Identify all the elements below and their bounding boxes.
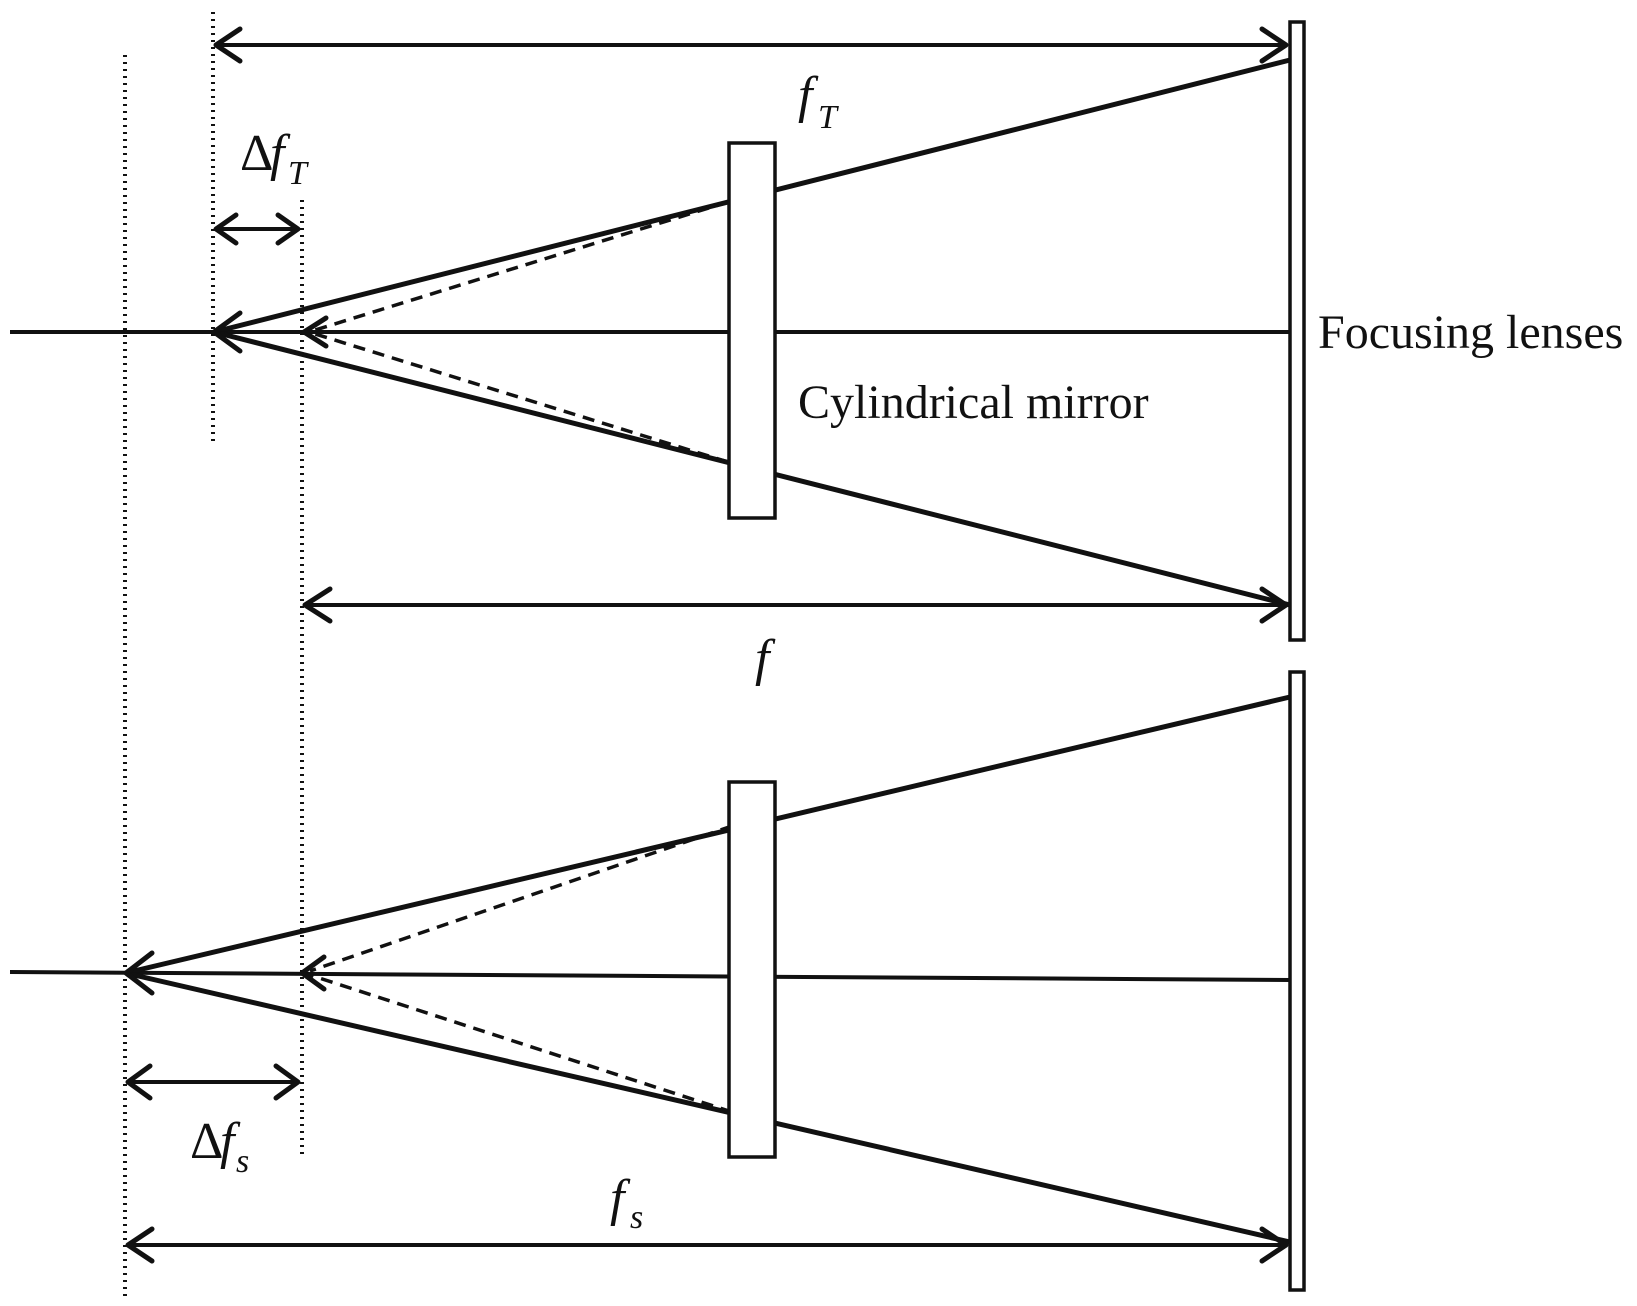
- dim-delta-fT-left-arrow: [213, 212, 239, 246]
- bottom-lower-dashed-ray: [309, 973, 733, 1114]
- label-fT-sub: T: [818, 99, 839, 136]
- label-delta-fs-sub: s: [236, 1143, 249, 1180]
- dim-fT-left-arrow: [213, 26, 243, 64]
- label-delta-fs: Δ f s: [190, 1113, 249, 1180]
- dim-delta-fs-right-arrow: [273, 1063, 301, 1101]
- bottom-focus-arrowhead: [123, 950, 155, 996]
- dim-fT-right-arrow: [1259, 26, 1289, 64]
- cylindrical-mirror-label: Cylindrical mirror: [798, 376, 1149, 429]
- dim-f-left-arrow: [302, 586, 333, 624]
- label-delta-fs-delta: Δ: [190, 1113, 223, 1170]
- label-fs: f s: [610, 1170, 643, 1236]
- dim-f-right-arrow: [1259, 586, 1289, 624]
- bottom-nominal-arrowhead: [299, 954, 327, 992]
- bottom-focusing-lens: [1288, 670, 1306, 1292]
- top-upper-dashed-ray: [311, 200, 729, 333]
- bottom-lower-ray: [131, 972, 1293, 1245]
- dim-fs-left-arrow: [125, 1226, 155, 1264]
- focusing-lenses-label: Focusing lenses: [1318, 306, 1623, 359]
- top-nominal-arrowhead: [301, 315, 329, 349]
- label-fs-sub: s: [630, 1199, 643, 1236]
- dim-fs-right-arrow: [1259, 1226, 1289, 1264]
- top-focusing-lens: [1288, 20, 1306, 642]
- top-cylindrical-mirror: [727, 141, 777, 520]
- dim-delta-fs-left-arrow: [125, 1063, 153, 1101]
- bottom-cylindrical-mirror: [727, 780, 777, 1159]
- top-focus-arrowhead: [211, 310, 243, 354]
- label-delta-fT-sub: T: [288, 155, 309, 192]
- dim-delta-fT-right-arrow: [275, 212, 301, 246]
- label-fT-main: f: [798, 67, 819, 124]
- label-delta-fT: Δ f T: [240, 125, 309, 192]
- top-lower-dashed-ray: [311, 331, 729, 464]
- bottom-upper-dashed-ray: [309, 824, 733, 973]
- label-delta-fT-delta: Δ: [240, 125, 273, 182]
- label-f: f: [755, 630, 776, 687]
- label-fs-main: f: [610, 1170, 631, 1227]
- bottom-optical-axis: [9, 970, 1291, 982]
- label-fT: f T: [798, 67, 839, 136]
